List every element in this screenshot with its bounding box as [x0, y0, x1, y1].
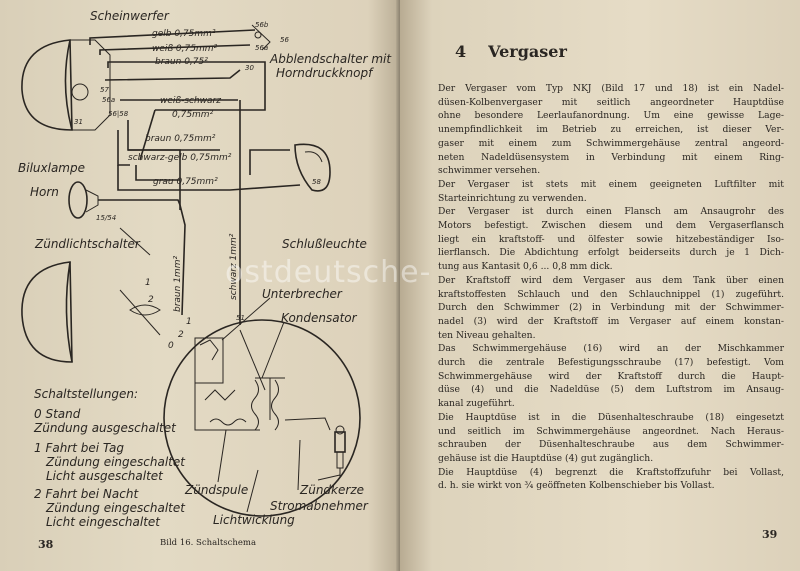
label-schwarz-gelb: schwarz-gelb 0,75mm²: [128, 153, 232, 163]
label-braun-top: braun 0,75²: [155, 57, 208, 67]
label-weiss-schwarz: weiß-schwarz: [160, 96, 221, 106]
text-line: Schwimmergehäuse wird der Kraftstoff dur…: [438, 370, 784, 382]
chapter-heading: 4 Vergaser: [455, 42, 567, 61]
headlight-icon: [21, 39, 111, 131]
text-line: unempfindlichkeit im Betrieb zu erreiche…: [438, 124, 784, 136]
figure-caption: Bild 16. Schaltschema: [160, 538, 257, 548]
terminal-15-54: 15/54: [96, 214, 116, 222]
chapter-number: 4: [455, 42, 467, 61]
text-line: schrauben der Düsenhalteschraube aus dem…: [438, 439, 784, 451]
label-schaltstellungen: Schaltstellungen:: [34, 387, 138, 401]
terminal-51: 51: [236, 314, 245, 322]
text-line: Das Schwimmergehäuse (16) wird an der Mi…: [438, 343, 784, 355]
text-line: Der Kraftstoff wird dem Vergaser aus dem…: [438, 274, 784, 286]
label-abblendschalter: Abblendschalter mit: [269, 52, 392, 66]
text-line: Die Hauptdüse (4) begrenzt die Kraftstof…: [438, 466, 784, 478]
label-zuendlichtschalter: Zündlichtschalter: [34, 237, 141, 251]
terminal-56: 56: [280, 36, 289, 44]
magneto-icon: [163, 319, 361, 517]
label-pos1-c: Licht ausgeschaltet: [46, 469, 164, 483]
horn-icon: [68, 181, 99, 219]
label-pos2-c: Licht eingeschaltet: [46, 515, 161, 529]
switch-position-2: 2: [148, 295, 154, 305]
left-page: Scheinwerfer gelb 0,75mm² weiß 0,75mm² b…: [0, 0, 400, 571]
text-line: gehäuse ist die Hauptdüse (4) gut zugäng…: [438, 452, 654, 464]
label-grau: grau 0,75mm²: [153, 177, 218, 187]
body-text: Der Vergaser vom Typ NKJ (Bild 17 und 18…: [438, 82, 784, 493]
text-line: neten Nadeldüsensystem in Verbindung mit…: [438, 151, 784, 163]
label-scheinwerfer: Scheinwerfer: [90, 9, 170, 23]
left-page-number: 38: [38, 538, 54, 551]
switch-position-1b: 1: [186, 317, 192, 327]
text-line: düsen-Kolbenvergaser mit seitlich angeor…: [438, 96, 784, 108]
text-line: Die Hauptdüse ist in die Düsenhalteschra…: [438, 411, 784, 423]
text-line: d. h. sie wirkt von ¾ geöffneten Kolbens…: [438, 480, 715, 492]
text-line: gaser mit einem zum Schwimmergehäuse zen…: [438, 137, 784, 149]
text-line: schwimmer versehen.: [438, 165, 541, 177]
text-line: durch die zentrale Befestigungsschraube …: [438, 357, 784, 369]
right-page-number: 39: [762, 528, 778, 541]
text-line: Motors befestigt. Zwischen diesem und de…: [438, 220, 784, 232]
text-line: und seitlich im Schwimmergehäuse angeord…: [438, 425, 784, 437]
terminal-30: 30: [245, 64, 254, 72]
terminal-58: 58: [312, 178, 321, 186]
terminal-56b: 56b: [255, 21, 269, 29]
label-horn: Horn: [30, 185, 59, 199]
text-line: Der Vergaser ist durch einen Flansch am …: [438, 206, 784, 218]
label-pos2-b: Zündung eingeschaltet: [45, 501, 186, 515]
right-page: [400, 0, 800, 571]
text-line: lierflansch. Die Abdichtung erfolgt beid…: [438, 247, 784, 259]
label-pos0-a: 0 Stand: [34, 407, 81, 421]
switch-position-0: 0: [168, 341, 174, 351]
label-gelb: gelb 0,75mm²: [152, 29, 216, 39]
label-kondensator: Kondensator: [281, 311, 358, 325]
watermark: ostdeutsche-: [225, 255, 432, 290]
label-unterbrecher: Unterbrecher: [262, 287, 343, 301]
label-schwarz-vertical: schwarz 1mm²: [229, 233, 239, 300]
label-braun-vertical: braun 1mm²: [173, 256, 183, 312]
wiring-diagram: Scheinwerfer gelb 0,75mm² weiß 0,75mm² b…: [18, 9, 392, 529]
text-line: kanal zugeführt.: [438, 398, 515, 410]
text-line: düse (4) und die Nadeldüse (5) dem Lufts…: [438, 384, 784, 396]
text-line: Der Vergaser vom Typ NKJ (Bild 17 und 18…: [438, 83, 784, 94]
dimmer-switch-icon: [251, 24, 271, 51]
label-stromabnehmer: Stromabnehmer: [270, 499, 369, 513]
label-weiss: weiß 0,75mm²: [152, 44, 218, 54]
label-pos1-a: 1 Fahrt bei Tag: [34, 441, 124, 455]
text-line: Starteinrichtung zu verwenden.: [438, 192, 587, 204]
second-headlight-icon: [21, 261, 161, 363]
label-horndruckknopf: Horndruckknopf: [276, 66, 374, 80]
text-line: ohne besondere Leerlaufanordnung. Um ein…: [438, 110, 784, 122]
label-weiss-schwarz-size: 0,75mm²: [172, 110, 214, 120]
terminal-5658: 56|58: [108, 110, 129, 118]
label-zuendspule: Zündspule: [184, 483, 248, 497]
label-pos2-a: 2 Fahrt bei Nacht: [34, 487, 139, 501]
text-line: Durch den Schwimmer (2) in Verbindung mi…: [438, 302, 784, 314]
terminal-56a-small: 56a: [102, 96, 115, 104]
label-zuendkerze: Zündkerze: [299, 483, 364, 497]
text-line: kraftstoffesten Schlauch und den Schlauc…: [438, 288, 784, 300]
label-pos1-b: Zündung eingeschaltet: [45, 455, 186, 469]
terminal-56a: 56a: [255, 44, 268, 52]
label-biluxlampe: Biluxlampe: [18, 161, 85, 175]
text-line: Der Vergaser ist stets mit einem geeigne…: [438, 178, 784, 190]
text-line: tung aus Kantasit 0,6 ... 0,8 mm dick.: [438, 261, 613, 273]
switch-position-2b: 2: [178, 330, 184, 340]
label-braun-mid: braun 0,75mm²: [145, 134, 216, 144]
switch-position-1: 1: [145, 278, 151, 288]
label-pos0-b: Zündung ausgeschaltet: [33, 421, 177, 435]
chapter-title: Vergaser: [488, 42, 567, 61]
text-line: nadel (3) wird der Kraftstoff im Vergase…: [438, 315, 784, 327]
terminal-57: 57: [100, 86, 109, 94]
spark-plug-icon: [334, 425, 346, 478]
text-line: ten Niveau gehalten.: [438, 329, 536, 341]
tail-light-icon: [294, 143, 331, 192]
label-schlussleuchte: Schlußleuchte: [282, 237, 367, 251]
terminal-31: 31: [74, 118, 83, 126]
label-lichtwicklung: Lichtwicklung: [213, 513, 295, 527]
text-line: liegt ein kraftstoff- und ölfester sowie…: [438, 233, 784, 245]
